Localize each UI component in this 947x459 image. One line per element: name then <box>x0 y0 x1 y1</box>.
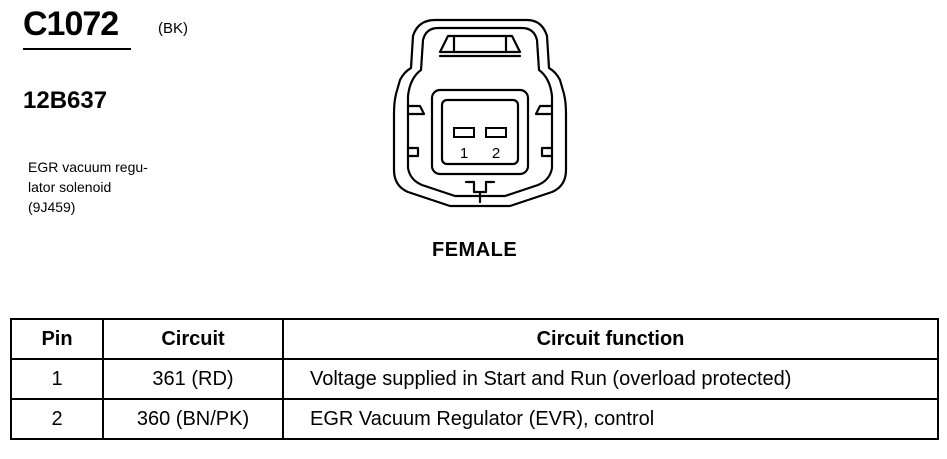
right-lock-notch <box>534 104 554 116</box>
table-header-row: Pin Circuit Circuit function <box>10 318 939 360</box>
pinout-table: Pin Circuit Circuit function 1 361 (RD) … <box>10 318 939 440</box>
circuit-cell: 360 (BN/PK) <box>102 398 284 440</box>
pin-cell: 1 <box>10 358 104 400</box>
description-line: EGR vacuum regu- <box>28 159 148 175</box>
circuit-function-cell: EGR Vacuum Regulator (EVR), control <box>282 398 939 440</box>
circuit-cell: 361 (RD) <box>102 358 284 400</box>
latch-tab <box>438 34 522 54</box>
table-row: 1 361 (RD) Voltage supplied in Start and… <box>10 358 939 400</box>
pin-cell: 2 <box>10 398 104 440</box>
description-line: lator solenoid <box>28 179 112 195</box>
connector-face-diagram: 1 2 <box>392 18 568 208</box>
connector-id-underline <box>23 48 131 50</box>
inner-housing-outline <box>406 26 554 198</box>
left-lock-notch <box>406 104 426 116</box>
description-line: (9J459) <box>28 199 76 215</box>
pin-2-label: 2 <box>492 145 500 162</box>
column-header-circuit-function: Circuit function <box>282 318 939 360</box>
connector-id: C1072 <box>23 5 119 43</box>
component-description: EGR vacuum regu- lator solenoid (9J459) <box>28 157 148 217</box>
circuit-function-cell: Voltage supplied in Start and Run (overl… <box>282 358 939 400</box>
column-header-pin: Pin <box>10 318 104 360</box>
terminal-cavity <box>430 88 530 176</box>
pin-1-label: 1 <box>460 145 468 162</box>
polarizing-key <box>464 180 496 194</box>
housing-outline <box>392 18 568 208</box>
pin-2-terminal <box>485 127 507 138</box>
pin-1-terminal <box>453 127 475 138</box>
table-row: 2 360 (BN/PK) EGR Vacuum Regulator (EVR)… <box>10 398 939 440</box>
connector-color-code: (BK) <box>158 20 188 37</box>
column-header-circuit: Circuit <box>102 318 284 360</box>
connector-view-label: FEMALE <box>432 239 518 261</box>
part-number: 12B637 <box>23 87 108 114</box>
